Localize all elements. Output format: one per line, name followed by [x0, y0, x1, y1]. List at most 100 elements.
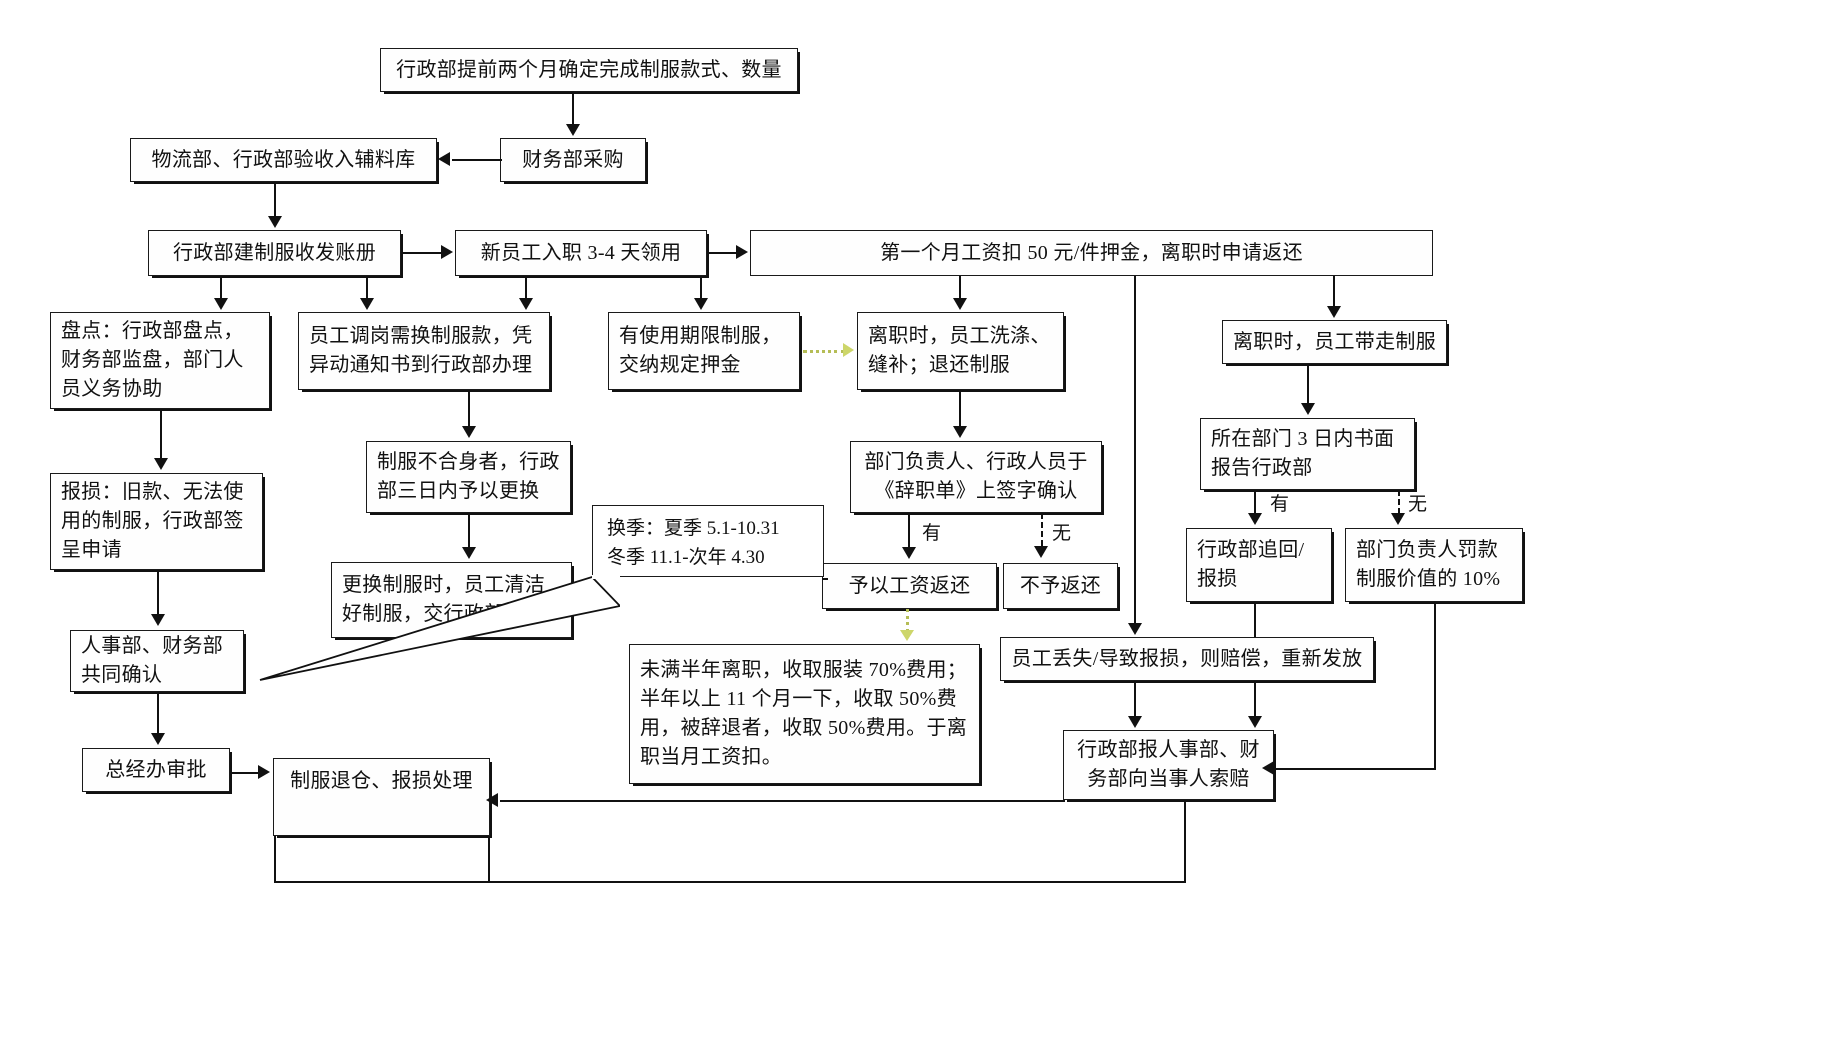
edge-n5-n6	[707, 252, 738, 255]
node-n19-label: 行政部追回/报损	[1197, 539, 1305, 590]
node-n14-label: 部门负责人、行政人员于《辞职单》上签字确认	[864, 451, 1088, 502]
edge-bottom-loop-riser	[488, 836, 491, 883]
node-n23[interactable]: 总经办审批	[82, 748, 230, 792]
edge-n22-n25	[1134, 681, 1137, 717]
node-n3[interactable]: 物流部、行政部验收入辅料库	[130, 138, 437, 182]
edge-n21-n23	[157, 692, 160, 734]
edge-n4-n7	[220, 276, 223, 299]
edge-n4-n8-arrowhead	[360, 298, 374, 310]
node-n9[interactable]: 有使用期限制服，交纳规定押金	[608, 312, 800, 390]
node-n22-label: 员工丢失/导致报损，则赔偿，重新发放	[1011, 647, 1363, 670]
edge-n19-n25b	[1254, 681, 1257, 717]
edge-n15-n19	[1254, 490, 1257, 515]
node-n21-label: 人事部、财务部共同确认	[81, 635, 224, 686]
edge-bottom-loop-right	[1184, 800, 1187, 883]
node-n24-label: 制服退仓、报损处理	[290, 770, 473, 792]
node-n10-label: 离职时，员工洗涤、缝补；退还制服	[868, 325, 1051, 376]
node-n22[interactable]: 员工丢失/导致报损，则赔偿，重新发放	[1000, 637, 1374, 681]
edge-n6-trunk-arrowhead	[1128, 623, 1142, 635]
node-n1-label: 行政部提前两个月确定完成制服款式、数量	[396, 58, 782, 81]
edge-n11-n15	[1307, 364, 1310, 404]
node-n11-label: 离职时，员工带走制服	[1233, 330, 1436, 353]
node-n24[interactable]: 制服退仓、报损处理	[273, 758, 490, 836]
season-callout-line2: 冬季 11.1-次年 4.30	[607, 547, 765, 569]
edge-n4-n8	[366, 276, 369, 299]
branch-label-yes-2: 有	[1270, 494, 1290, 515]
node-n20-label: 部门负责人罚款制服价值的 10%	[1356, 539, 1501, 590]
edge-n6-n11	[1333, 276, 1336, 307]
node-n2[interactable]: 财务部采购	[500, 138, 646, 182]
node-n9-label: 有使用期限制服，交纳规定押金	[619, 325, 782, 376]
edge-n13-n16	[468, 513, 471, 548]
edge-n5-n9-arrowhead	[694, 298, 708, 310]
edge-n7-n12-arrowhead	[154, 458, 168, 470]
node-n3-label: 物流部、行政部验收入辅料库	[151, 148, 416, 171]
node-n11[interactable]: 离职时，员工带走制服	[1222, 320, 1447, 364]
node-n19[interactable]: 行政部追回/报损	[1186, 528, 1332, 602]
edge-n9-n10-arrowhead	[843, 343, 854, 357]
edge-n20-arrowhead	[1262, 761, 1274, 775]
branch-label-no-2: 无	[1408, 494, 1428, 515]
edge-n20-left	[1274, 768, 1436, 771]
edge-bottom-loop-left	[274, 836, 277, 883]
edge-n6-n10-arrowhead	[953, 298, 967, 310]
node-n8[interactable]: 员工调岗需换制服款，凭异动通知书到行政部办理	[298, 312, 550, 390]
edge-n17-n26	[906, 609, 909, 632]
edge-n6-n11-arrowhead	[1327, 306, 1341, 318]
edge-n2-n3	[452, 159, 502, 162]
edge-n19-n25	[1254, 602, 1257, 637]
node-n17-label: 予以工资返还	[848, 574, 971, 597]
node-n1[interactable]: 行政部提前两个月确定完成制服款式、数量	[380, 48, 798, 92]
node-n25[interactable]: 行政部报人事部、财务部向当事人索赔	[1063, 730, 1274, 800]
edge-n14-n17-arrowhead	[902, 547, 916, 559]
edge-n5-n6-arrowhead	[736, 245, 748, 259]
node-n16[interactable]: 更换制服时，员工清洁好制服，交行政部换新	[331, 562, 572, 638]
node-n12[interactable]: 报损：旧款、无法使用的制服，行政部签呈申请	[50, 473, 263, 570]
node-n17[interactable]: 予以工资返还	[822, 563, 997, 609]
edge-callout-n17	[822, 578, 828, 580]
edge-n14-n17	[908, 513, 911, 548]
node-n10[interactable]: 离职时，员工洗涤、缝补；退还制服	[857, 312, 1064, 390]
edge-n5-n9	[700, 276, 703, 299]
node-n23-label: 总经办审批	[105, 758, 207, 781]
edge-n5-n8	[525, 276, 528, 299]
node-n26[interactable]: 未满半年离职，收取服装 70%费用；半年以上 11 个月一下，收取 50%费用，…	[629, 644, 980, 784]
node-n16-label: 更换制服时，员工清洁好制服，交行政部换新	[342, 574, 545, 625]
node-n4-label: 行政部建制服收发账册	[173, 241, 376, 264]
season-callout[interactable]: 换季：夏季 5.1-10.31 冬季 11.1-次年 4.30	[592, 505, 824, 577]
node-n5[interactable]: 新员工入职 3-4 天领用	[455, 230, 707, 276]
edge-n12-n21-arrowhead	[151, 614, 165, 626]
edge-n10-n14-arrowhead	[953, 426, 967, 438]
edge-n23-n24	[230, 772, 260, 775]
node-n21[interactable]: 人事部、财务部共同确认	[70, 630, 244, 692]
edge-n5-n8-arrowhead	[519, 298, 533, 310]
edge-n3-n4	[274, 182, 277, 217]
node-n12-label: 报损：旧款、无法使用的制服，行政部签呈申请	[61, 481, 244, 561]
edge-n15-n19-arrowhead	[1248, 513, 1262, 525]
season-callout-line1: 换季：夏季 5.1-10.31	[607, 518, 780, 539]
node-n6[interactable]: 第一个月工资扣 50 元/件押金，离职时申请返还	[750, 230, 1433, 276]
edge-n23-n24-arrowhead	[258, 765, 270, 779]
edge-n4-n5-arrowhead	[441, 245, 453, 259]
edge-n4-n5	[401, 252, 443, 255]
edge-n10-n14	[959, 390, 962, 427]
node-n4[interactable]: 行政部建制服收发账册	[148, 230, 401, 276]
node-n14[interactable]: 部门负责人、行政人员于《辞职单》上签字确认	[850, 441, 1102, 513]
edge-n4-n7-arrowhead	[214, 298, 228, 310]
edge-n11-n15-arrowhead	[1301, 403, 1315, 415]
branch-label-no-1: 无	[1052, 523, 1072, 544]
edge-n19-n25-arrowhead	[1248, 716, 1262, 728]
node-n2-label: 财务部采购	[522, 148, 624, 171]
branch-label-yes-1: 有	[922, 523, 942, 544]
node-n20[interactable]: 部门负责人罚款制服价值的 10%	[1345, 528, 1523, 602]
node-n15[interactable]: 所在部门 3 日内书面报告行政部	[1200, 418, 1415, 490]
node-n13[interactable]: 制服不合身者，行政部三日内予以更换	[366, 441, 571, 513]
node-n18-label: 不予返还	[1019, 574, 1102, 597]
node-n18[interactable]: 不予返还	[1003, 563, 1118, 609]
edge-n7-n12	[160, 409, 163, 459]
edge-n8-n13	[468, 390, 471, 427]
edge-n14-n18-arrowhead	[1034, 546, 1048, 558]
node-n7[interactable]: 盘点：行政部盘点，财务部监盘，部门人员义务协助	[50, 312, 270, 409]
node-n15-label: 所在部门 3 日内书面报告行政部	[1211, 428, 1395, 479]
edge-n12-n21	[157, 570, 160, 615]
